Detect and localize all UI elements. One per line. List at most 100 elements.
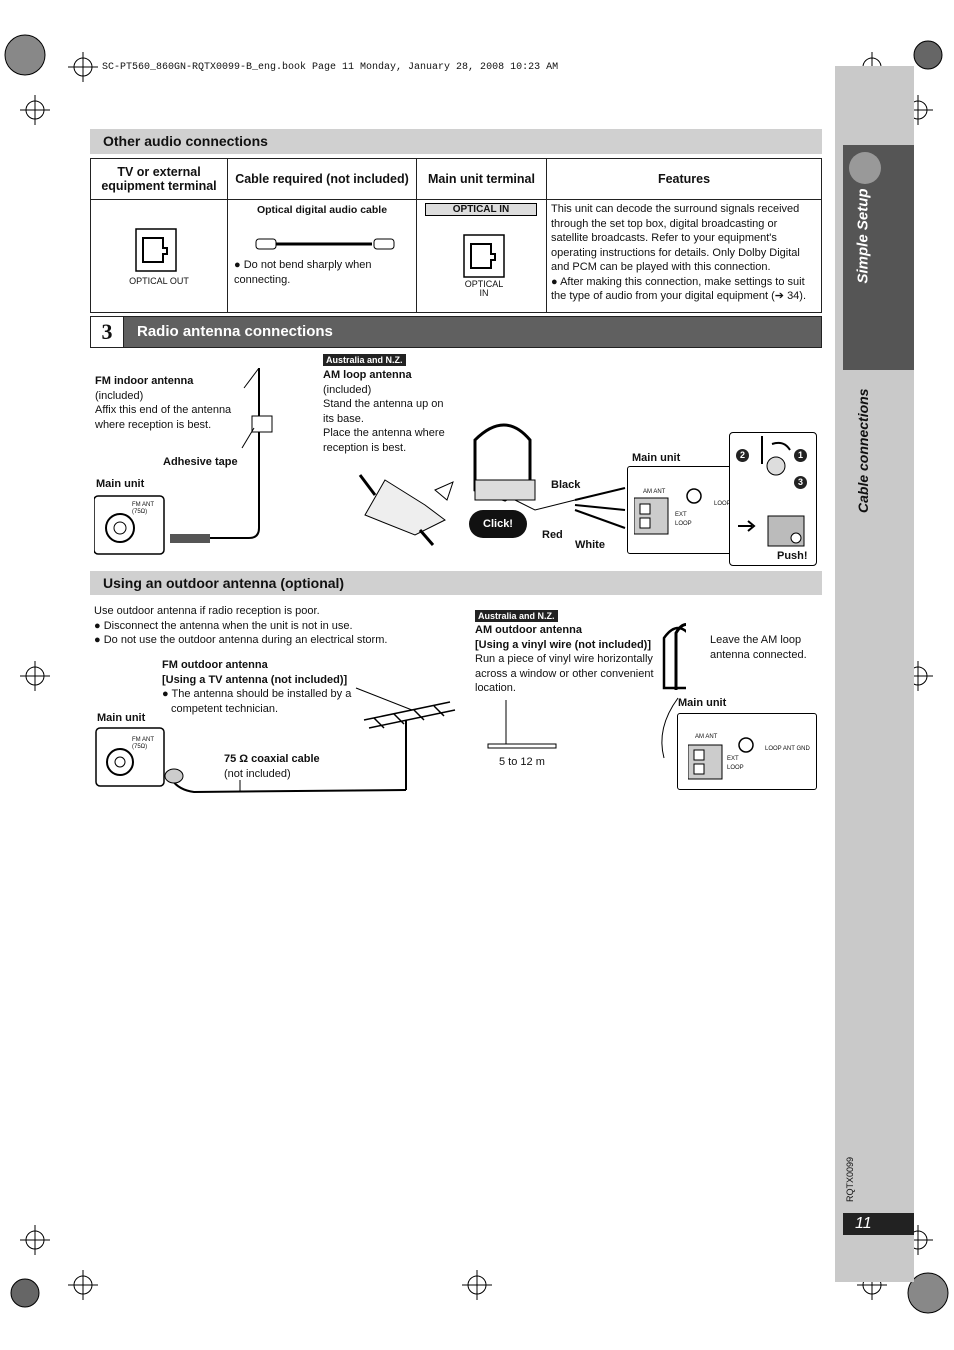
am-loop-line1: Stand the antenna up on (323, 398, 444, 410)
leave-loop-note: Leave the AM loop antenna connected. (710, 633, 820, 662)
am-outdoor-title: AM outdoor antenna (475, 624, 582, 636)
step-3-icon: 3 (794, 476, 807, 489)
outdoor-bullet-2: ● Do not use the outdoor antenna during … (94, 634, 388, 646)
optical-out-label: OPTICAL OUT (129, 276, 189, 286)
wire-black-label: Black (551, 479, 581, 491)
screw-terminal-icon (761, 436, 791, 476)
outdoor-title: Using an outdoor antenna (optional) (90, 571, 822, 595)
radio-section-header: 3 Radio antenna connections (90, 316, 822, 348)
side-section-title: Simple Setup (854, 188, 872, 284)
fm-outdoor-title: FM outdoor antenna (162, 659, 268, 671)
optical-in-port-icon (463, 234, 505, 278)
optical-in-label: OPTICAL IN (464, 279, 504, 298)
click-callout: Click! (469, 510, 527, 538)
am-outdoor-l3: location. (475, 682, 516, 694)
optical-cable-icon (255, 238, 395, 250)
am-loop-antenna-illustration (358, 423, 626, 546)
fm-outdoor-illustration (95, 687, 456, 794)
cable-title: Optical digital audio cable (256, 204, 388, 216)
wire-white-label: White (575, 539, 605, 551)
ext-loop-label: EXT LOOP (675, 512, 692, 527)
doc-code: RQTX0099 (845, 1156, 855, 1202)
col-main-unit: Main unit terminal (416, 158, 547, 200)
cable-note: ● Do not bend sharply when connecting. (234, 259, 372, 286)
outdoor-bullet-1: ● Disconnect the antenna when the unit i… (94, 619, 353, 632)
col-tv-terminal: TV or external equipment terminal (90, 158, 228, 200)
outdoor-main-unit-label: Main unit (97, 712, 146, 724)
outdoor-bullet-1-text: Disconnect the antenna when the unit is … (103, 619, 353, 632)
col-features: Features (546, 158, 822, 200)
step-1-icon: 1 (794, 449, 807, 462)
col-cable: Cable required (not included) (227, 158, 417, 200)
outdoor-am-main-unit-label: Main unit (678, 697, 727, 709)
radio-section-title: Radio antenna connections (137, 323, 333, 340)
outdoor-intro-block: Use outdoor antenna if radio reception i… (94, 604, 454, 648)
fm-indoor-text: FM indoor antenna (included) Affix this … (95, 374, 275, 432)
features-cell: This unit can decode the surround signal… (546, 199, 822, 313)
outdoor-loop-ant-gnd-label: LOOP ANT GND (765, 746, 810, 752)
fm-outdoor-text: FM outdoor antenna [Using a TV antenna (… (162, 658, 382, 716)
outdoor-bullet-2-text: Do not use the outdoor antenna during an… (103, 634, 388, 646)
fm-main-unit-label: Main unit (96, 478, 145, 490)
push-lever-icon (738, 515, 805, 547)
fm-indoor-note2: where reception is best. (95, 418, 212, 431)
am-outdoor-text: AM outdoor antenna [Using a vinyl wire (… (475, 623, 665, 696)
fm-indoor-note1: Affix this end of the antenna (95, 404, 232, 416)
page-number: 11 (843, 1213, 914, 1235)
fm-outdoor-note1-text: The antenna should be installed by a (171, 688, 352, 700)
pen-icon (849, 152, 881, 184)
outdoor-intro: Use outdoor antenna if radio reception i… (94, 605, 320, 617)
am-loop-line2: its base. (323, 412, 364, 425)
wire-red-label: Red (542, 529, 563, 541)
am-outdoor-l1: Run a piece of vinyl wire horizontally (475, 653, 653, 665)
features-text: This unit can decode the surround signal… (551, 203, 800, 273)
tv-terminal-cell: OPTICAL OUT (90, 199, 228, 313)
region-tag-indoor: Australia and N.Z. (323, 354, 406, 366)
features-bullet: ● After making this connection, make set… (551, 275, 807, 303)
cable-cell: Optical digital audio cable ● Do not ben… (227, 199, 417, 313)
fm-indoor-title: FM indoor antenna (95, 375, 194, 387)
am-outdoor-illustration (487, 623, 686, 759)
fm-outdoor-note2: competent technician. (171, 702, 279, 715)
audio-connection-table: TV or external equipment terminal Cable … (90, 158, 822, 313)
outdoor-am-ant-label: AM ANT (695, 734, 718, 740)
fm-outdoor-note1: ● The antenna should be installed by a (162, 688, 352, 700)
sidebar-section-tab (843, 145, 914, 370)
cable-note-text: Do not bend sharply when connecting. (234, 259, 372, 286)
coax-text: 75 Ω coaxial cable (not included) (224, 752, 344, 781)
fm-outdoor-sub: [Using a TV antenna (not included)] (162, 673, 348, 686)
main-unit-cell: OPTICAL IN OPTICAL IN (416, 199, 547, 313)
step-2-icon: 2 (736, 449, 749, 462)
side-subsection-title: Cable connections (855, 388, 871, 513)
am-loop-line3: Place the antenna where (323, 427, 445, 439)
am-loop-text: AM loop antenna (included) Stand the ant… (323, 368, 453, 455)
fm-indoor-antenna-illustration (94, 368, 273, 555)
leave-line1: Leave the AM loop (710, 634, 802, 646)
am-terminal-illustration (634, 488, 702, 535)
features-bullet-text: After making this connection, make setti… (551, 275, 807, 303)
region-tag-outdoor: Australia and N.Z. (475, 610, 558, 622)
adhesive-tape-label: Adhesive tape (163, 456, 238, 468)
push-label: Push! (777, 550, 808, 562)
am-main-unit-label: Main unit (632, 452, 681, 464)
fm-ant-port-label: FM ANT (75Ω) (132, 502, 154, 515)
am-loop-included: (included) (323, 383, 372, 396)
am-outdoor-sub: [Using a vinyl wire (not included)] (475, 638, 652, 651)
optical-in-header: OPTICAL IN (425, 203, 537, 216)
am-loop-title: AM loop antenna (323, 369, 412, 381)
optical-out-port-icon (135, 228, 177, 272)
outdoor-fm-ant-port-label: FM ANT (75Ω) (132, 737, 154, 750)
leave-line2: antenna connected. (710, 648, 807, 661)
outdoor-ext-loop-label: EXT LOOP (727, 756, 744, 771)
other-audio-title: Other audio connections (90, 129, 822, 154)
coax-sub: (not included) (224, 767, 291, 780)
am-loop-line4: reception is best. (323, 441, 407, 454)
wire-length-label: 5 to 12 m (499, 756, 545, 768)
step-number: 3 (91, 317, 124, 347)
coax-title: 75 Ω coaxial cable (224, 753, 320, 765)
file-header-line: SC-PT560_860GN-RQTX0099-B_eng.book Page … (102, 62, 559, 73)
am-outdoor-l2: across a window or other convenient (475, 667, 654, 680)
fm-indoor-included: (included) (95, 389, 144, 402)
outdoor-am-terminal-illustration (688, 737, 754, 780)
